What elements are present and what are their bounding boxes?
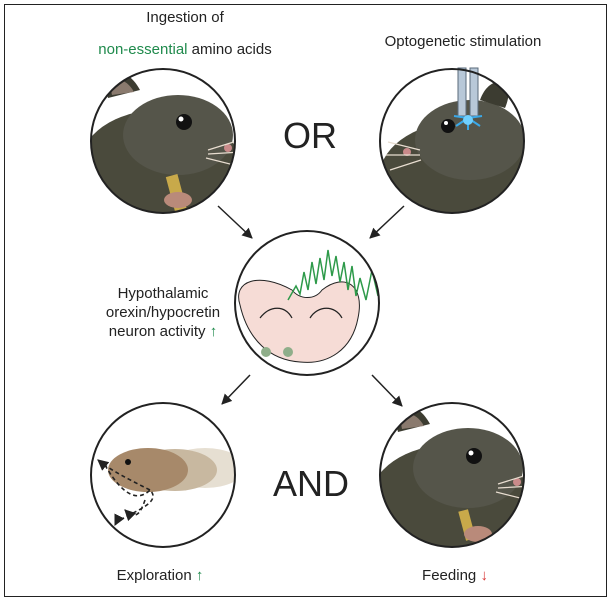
exploration-text: Exploration	[116, 567, 192, 584]
flow-arrows	[217, 205, 405, 407]
arrow-neuron-to-feeding	[371, 374, 403, 407]
ingestion-label-line2: non-essential amino acids	[70, 40, 300, 59]
increase-arrow-icon: ↑	[195, 567, 204, 584]
or-label: OR	[283, 115, 337, 156]
optogenetic-circle	[379, 67, 525, 214]
feeding-circle	[379, 402, 525, 548]
activity-label: neuron activity ↑	[93, 322, 233, 341]
figure-frame	[4, 4, 607, 597]
exploration-label: Exploration ↑	[100, 566, 220, 585]
mouse-head-icon	[380, 406, 524, 547]
arrow-optogenetic-to-neuron	[369, 205, 405, 239]
ingestion-label-line1: Ingestion of	[146, 9, 224, 26]
feeding-label: Feeding ↓	[400, 566, 510, 585]
feeding-text: Feeding	[422, 567, 477, 584]
activity-text: neuron activity	[108, 323, 206, 340]
ingestion-rest: amino acids	[187, 41, 272, 58]
running-mice-icon	[97, 448, 235, 527]
optogenetic-label: Optogenetic stimulation	[384, 33, 542, 50]
exploration-circle	[90, 402, 236, 548]
decrease-arrow-icon: ↓	[480, 567, 488, 584]
ingestion-circle	[90, 68, 236, 214]
arrow-neuron-to-exploration	[221, 374, 251, 405]
mouse-head-icon	[91, 72, 235, 213]
brain-slice-icon	[238, 249, 379, 363]
and-label: AND	[273, 463, 350, 504]
brain-circle	[234, 230, 380, 376]
ingestion-highlight: non-essential	[98, 41, 188, 58]
arrow-ingestion-to-neuron	[217, 205, 253, 239]
optic-fiber-icon	[453, 67, 483, 130]
increase-arrow-icon: ↑	[209, 323, 218, 340]
hypothalamic-label: Hypothalamic	[117, 285, 209, 302]
orexin-label: orexin/hypocretin	[105, 304, 221, 321]
